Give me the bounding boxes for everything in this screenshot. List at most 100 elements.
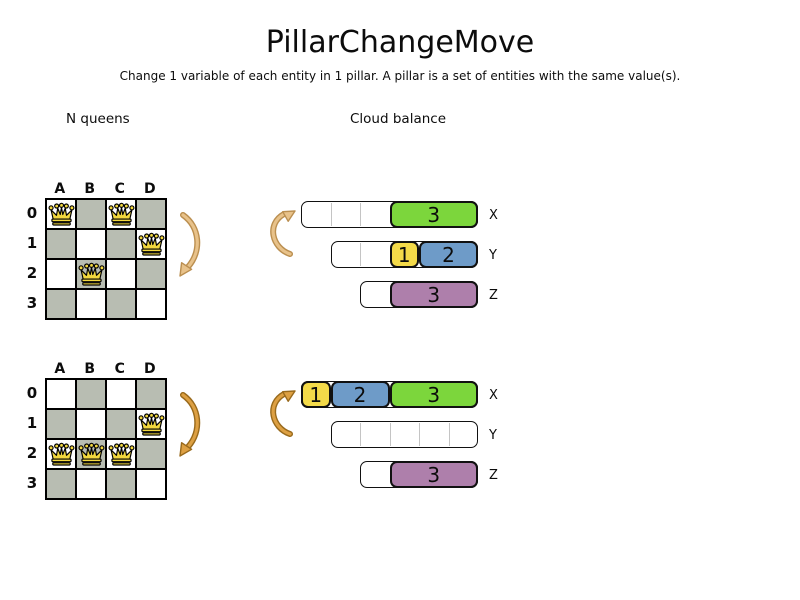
row-label: 2 bbox=[26, 264, 38, 282]
board-cell-C2 bbox=[106, 439, 136, 469]
board-cell-D0 bbox=[136, 199, 166, 229]
nqueens-board-before: A B C D 0 1 2 3 bbox=[27, 181, 167, 320]
row-label: 2 bbox=[26, 444, 38, 462]
column-header: B bbox=[84, 361, 96, 377]
board-cell-C3 bbox=[106, 469, 136, 499]
board-grid bbox=[45, 378, 167, 500]
process-segment: 2 bbox=[419, 241, 478, 268]
board-cell-B0 bbox=[76, 379, 106, 409]
queen-icon bbox=[107, 442, 135, 466]
board-cell-D1 bbox=[136, 409, 166, 439]
board-cell-B0 bbox=[76, 199, 106, 229]
bar-label-y: Y bbox=[489, 428, 497, 443]
computer-bar-x: 3 bbox=[301, 201, 478, 228]
column-header: A bbox=[54, 181, 66, 197]
row-label: 3 bbox=[26, 294, 38, 312]
bar-track bbox=[301, 201, 478, 228]
board-cell-B1 bbox=[76, 229, 106, 259]
queen-icon bbox=[77, 262, 105, 286]
bar-label-x: X bbox=[489, 208, 498, 223]
bar-label-z: Z bbox=[489, 468, 498, 483]
nqueens-section-label: N queens bbox=[66, 111, 130, 127]
board-cell-A3 bbox=[46, 469, 76, 499]
queen-icon bbox=[47, 202, 75, 226]
board-cell-B3 bbox=[76, 289, 106, 319]
curved-arrow-icon bbox=[270, 390, 296, 437]
queen-icon bbox=[137, 412, 165, 436]
row-label: 3 bbox=[26, 474, 38, 492]
board-cell-D1 bbox=[136, 229, 166, 259]
curved-arrow-icon bbox=[270, 210, 296, 257]
board-grid bbox=[45, 198, 167, 320]
board-cell-C0 bbox=[106, 379, 136, 409]
board-cell-D2 bbox=[136, 439, 166, 469]
board-cell-B2 bbox=[76, 259, 106, 289]
board-cell-A2 bbox=[46, 259, 76, 289]
column-header: D bbox=[143, 361, 157, 377]
board-cell-D0 bbox=[136, 379, 166, 409]
curved-arrow-icon bbox=[179, 212, 201, 277]
bar-track bbox=[330, 421, 478, 448]
bar-label-x: X bbox=[489, 388, 498, 403]
cloud-section-label: Cloud balance bbox=[350, 111, 447, 127]
bar-label-z: Z bbox=[489, 288, 498, 303]
board-cell-C3 bbox=[106, 289, 136, 319]
column-header: B bbox=[84, 181, 96, 197]
computer-bar-z: 3 bbox=[360, 461, 478, 488]
process-segment: 3 bbox=[389, 381, 478, 408]
column-header: C bbox=[114, 181, 126, 197]
board-cell-C0 bbox=[106, 199, 136, 229]
queen-icon bbox=[137, 232, 165, 256]
queen-icon bbox=[107, 202, 135, 226]
page-title: PillarChangeMove bbox=[265, 25, 535, 60]
bar-cell-divider bbox=[419, 423, 420, 446]
process-segment: 3 bbox=[389, 461, 478, 488]
curved-arrow-icon bbox=[179, 392, 201, 457]
bar-cell-divider bbox=[360, 243, 361, 266]
subtitle: Change 1 variable of each entity in 1 pi… bbox=[119, 69, 681, 83]
row-label: 1 bbox=[26, 234, 38, 252]
board-cell-C1 bbox=[106, 409, 136, 439]
column-header: A bbox=[54, 361, 66, 377]
bar-label-y: Y bbox=[489, 248, 497, 263]
board-cell-B1 bbox=[76, 409, 106, 439]
computer-bar-y bbox=[330, 421, 478, 448]
board-cell-B3 bbox=[76, 469, 106, 499]
board-cell-C2 bbox=[106, 259, 136, 289]
computer-bar-z: 3 bbox=[360, 281, 478, 308]
row-label: 1 bbox=[26, 414, 38, 432]
board-cell-B2 bbox=[76, 439, 106, 469]
row-label: 0 bbox=[26, 204, 38, 222]
board-cell-D2 bbox=[136, 259, 166, 289]
board-cell-A3 bbox=[46, 289, 76, 319]
bar-track bbox=[360, 461, 478, 488]
board-cell-C1 bbox=[106, 229, 136, 259]
board-cell-A1 bbox=[46, 229, 76, 259]
process-segment: 2 bbox=[330, 381, 390, 408]
board-cell-A2 bbox=[46, 439, 76, 469]
bar-cell-divider bbox=[448, 423, 450, 446]
bar-cell-divider bbox=[360, 423, 361, 446]
process-segment: 1 bbox=[389, 241, 419, 268]
bar-track bbox=[330, 241, 478, 268]
queen-icon bbox=[47, 442, 75, 466]
board-cell-A0 bbox=[46, 199, 76, 229]
process-segment: 1 bbox=[301, 381, 331, 408]
bar-cell-divider bbox=[360, 203, 361, 226]
bar-track bbox=[301, 381, 478, 408]
column-header: D bbox=[143, 181, 157, 197]
board-column-headers: A B C D bbox=[45, 181, 167, 198]
process-segment: 3 bbox=[389, 201, 478, 228]
board-cell-D3 bbox=[136, 289, 166, 319]
process-segment: 3 bbox=[389, 281, 478, 308]
row-label: 0 bbox=[26, 384, 38, 402]
bar-cell-divider bbox=[330, 203, 332, 226]
board-cell-A1 bbox=[46, 409, 76, 439]
board-cell-D3 bbox=[136, 469, 166, 499]
board-cell-A0 bbox=[46, 379, 76, 409]
